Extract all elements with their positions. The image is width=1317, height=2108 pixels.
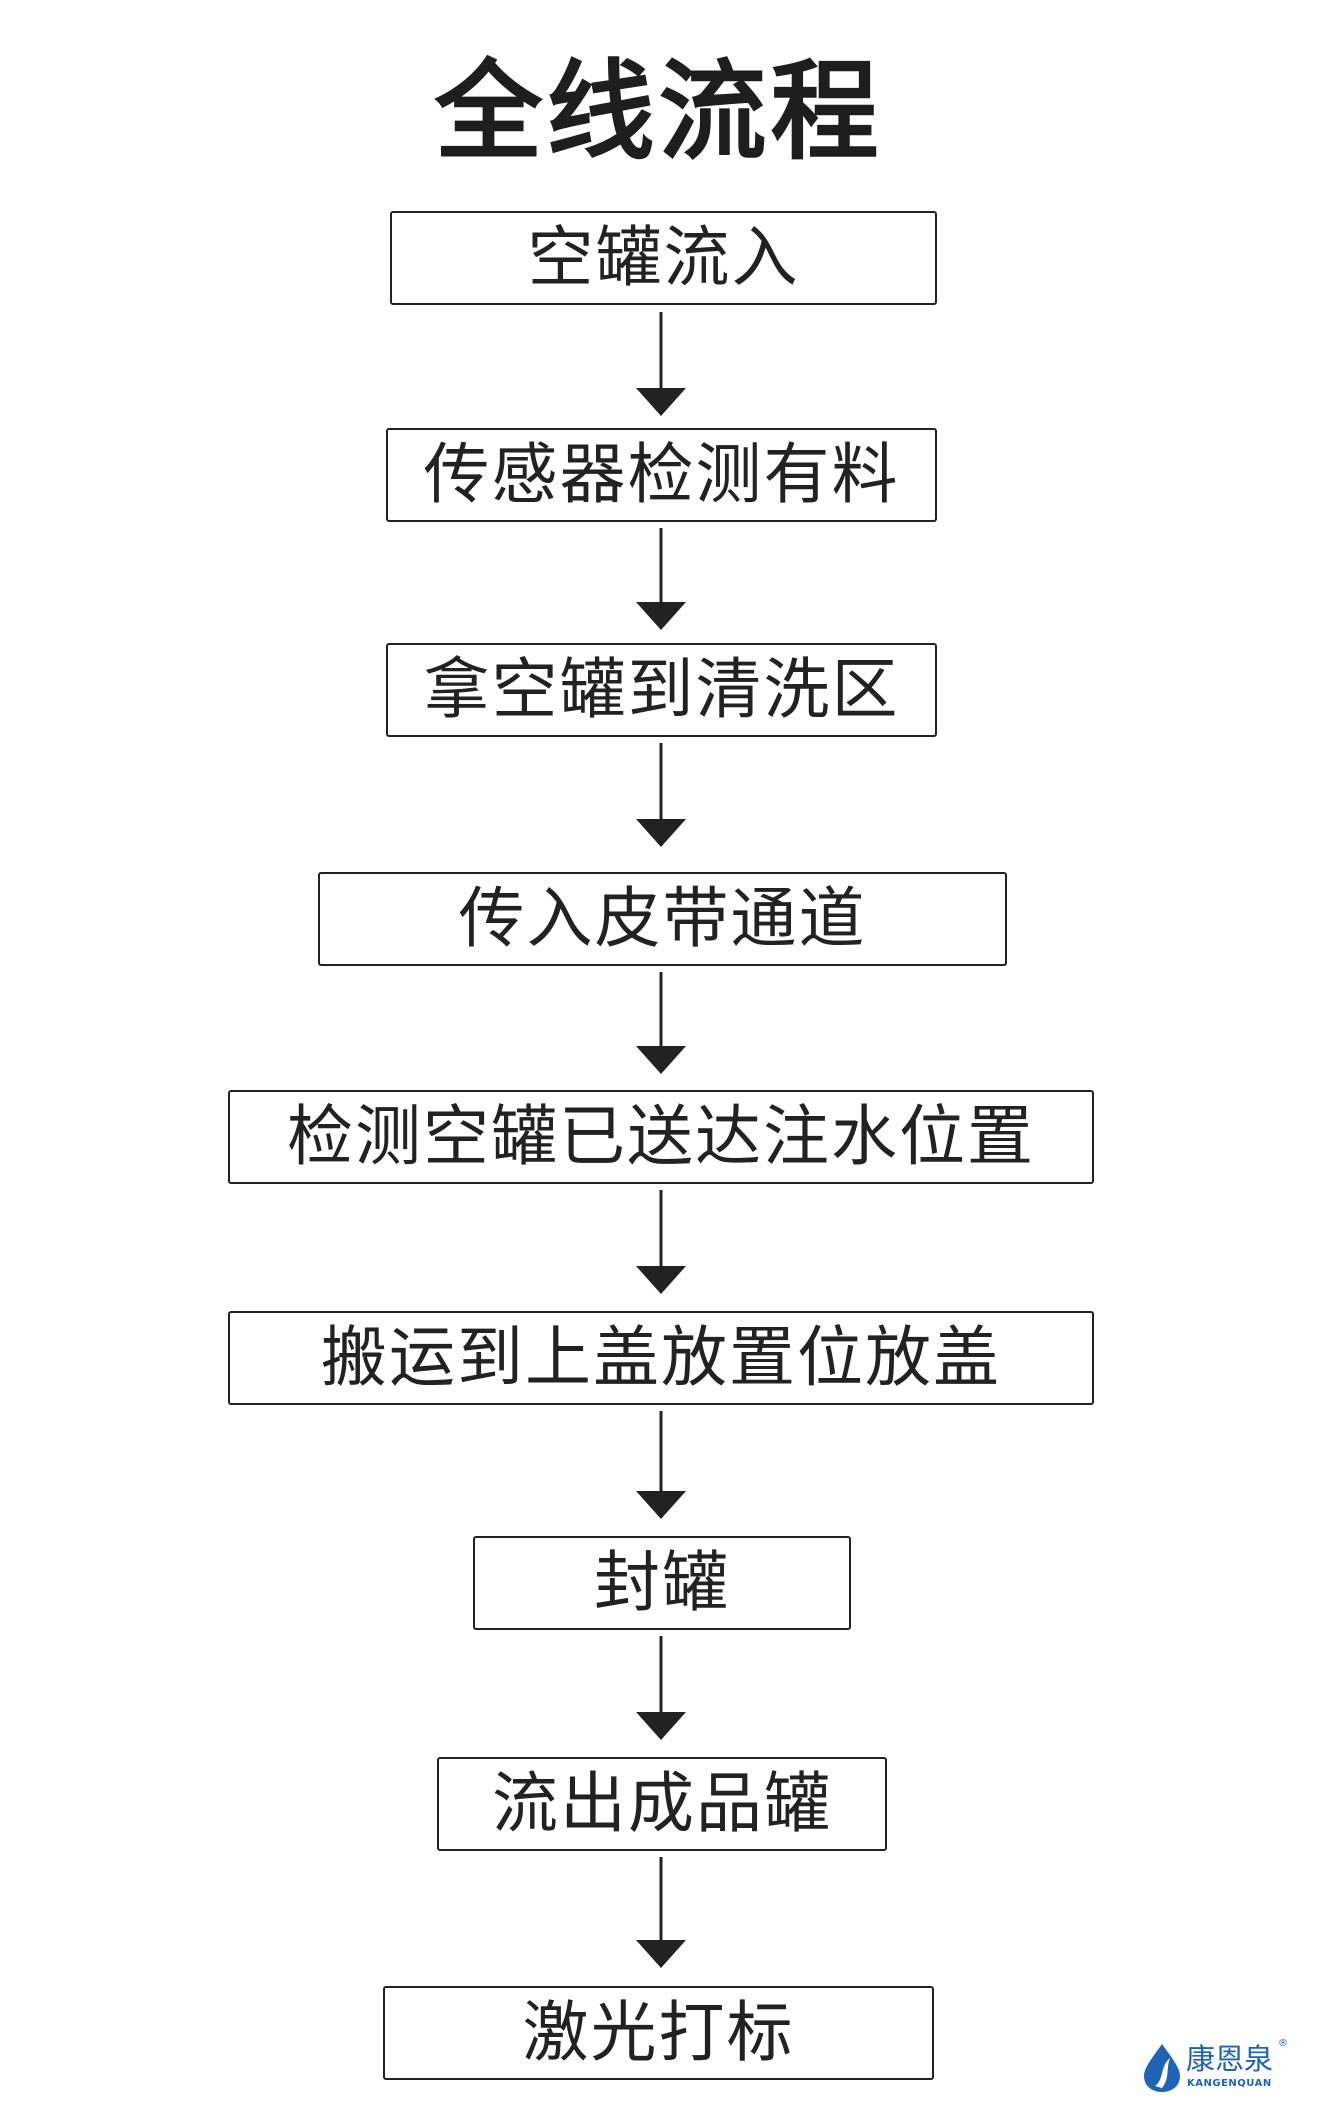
flowchart-title: 全线流程 [434,50,883,175]
step-5-box: 检测空罐已送达注水位置 [228,1090,1094,1184]
step-7-box: 封罐 [473,1536,851,1630]
step-8-box: 流出成品罐 [437,1757,887,1851]
step-4-box: 传入皮带通道 [318,872,1007,966]
step-9-box: 激光打标 [383,1986,934,2080]
step-3-box: 拿空罐到清洗区 [386,643,937,737]
brand-subtitle: KANGENQUAN [1187,2078,1272,2089]
step-1-box: 空罐流入 [390,211,937,305]
water-drop-logo-icon [1144,2044,1180,2092]
step-6-box: 搬运到上盖放置位放盖 [228,1311,1094,1405]
brand-name: 康恩泉 [1186,2042,1274,2076]
registered-mark: ® [1278,2038,1288,2049]
step-2-box: 传感器检测有料 [386,428,937,522]
brand-logo: 康恩泉 ® KANGENQUAN [1140,2038,1315,2104]
